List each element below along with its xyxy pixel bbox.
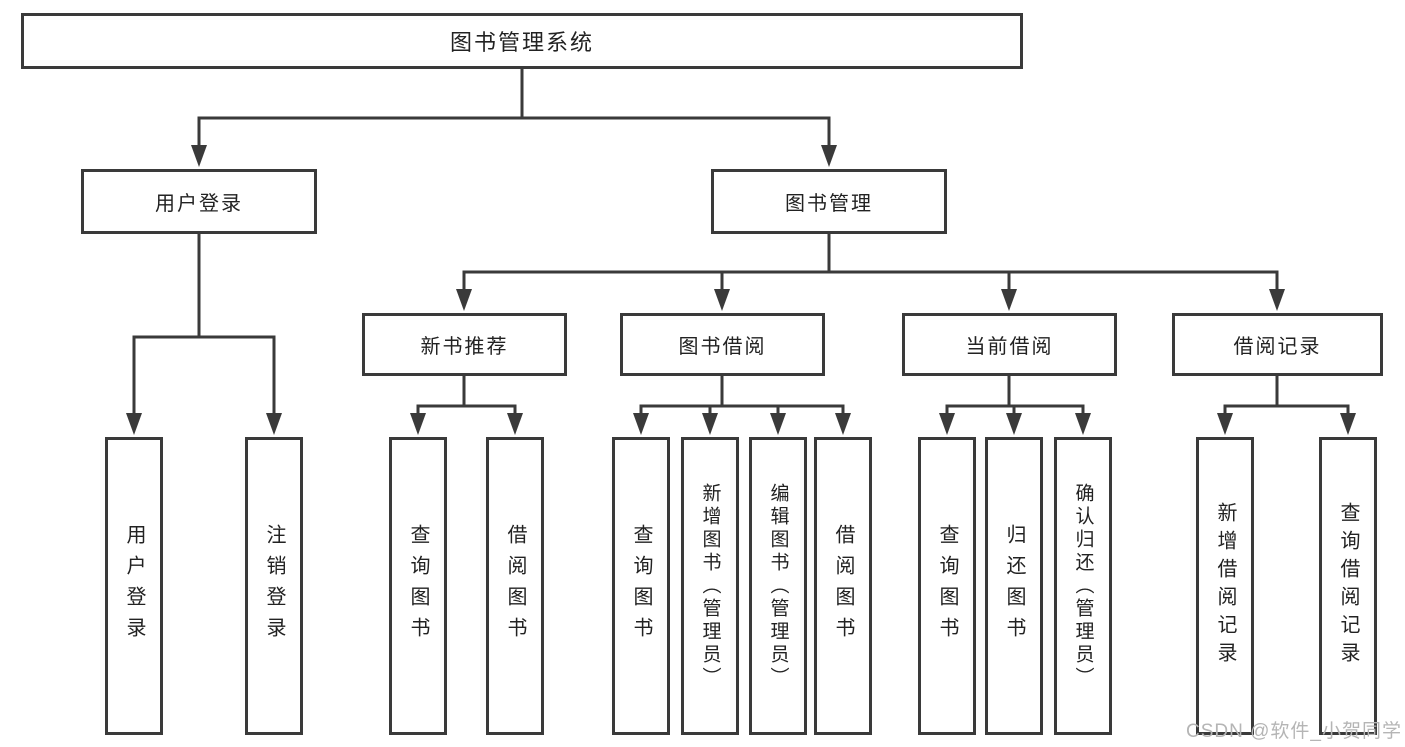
leaf-query-books-current: 查询图书: [918, 437, 976, 735]
node-label: 借阅记录: [1233, 336, 1322, 358]
leaf-label: 注销登录: [263, 524, 285, 648]
leaf-query-borrow-record: 查询借阅记录: [1319, 437, 1377, 735]
leaf-label: 归还图书: [1003, 524, 1025, 648]
node-library-management-system: 图书管理系统: [21, 13, 1023, 69]
leaf-borrow-books: 借阅图书: [814, 437, 872, 735]
node-book-management: 图书管理: [711, 169, 947, 234]
leaf-label: 新增借阅记录: [1214, 502, 1236, 670]
node-label: 图书管理系统: [449, 30, 594, 55]
leaf-label: 查询借阅记录: [1337, 502, 1359, 670]
leaf-label: 编辑图书（管理员）: [767, 482, 789, 690]
leaf-query-books-borrow: 查询图书: [612, 437, 670, 735]
node-label: 用户登录: [155, 193, 243, 215]
node-label: 新书推荐: [420, 336, 509, 358]
leaf-label: 查询图书: [936, 524, 958, 648]
node-book-borrow: 图书借阅: [620, 313, 825, 376]
leaf-add-borrow-record: 新增借阅记录: [1196, 437, 1254, 735]
node-new-book-recommend: 新书推荐: [362, 313, 567, 376]
leaf-label: 查询图书: [407, 524, 429, 648]
leaf-user-login: 用户登录: [105, 437, 163, 735]
leaf-label: 借阅图书: [504, 524, 526, 648]
leaf-add-books-admin: 新增图书（管理员）: [681, 437, 739, 735]
leaf-label: 借阅图书: [832, 524, 854, 648]
leaf-logout: 注销登录: [245, 437, 303, 735]
leaf-label: 新增图书（管理员）: [699, 482, 721, 690]
node-label: 图书借阅: [678, 336, 767, 358]
node-borrow-records: 借阅记录: [1172, 313, 1383, 376]
leaf-label: 确认归还（管理员）: [1072, 482, 1094, 690]
leaf-confirm-return-admin: 确认归还（管理员）: [1054, 437, 1112, 735]
leaf-borrow-books-recommend: 借阅图书: [486, 437, 544, 735]
leaf-return-books: 归还图书: [985, 437, 1043, 735]
node-label: 当前借阅: [965, 336, 1054, 358]
csdn-watermark: CSDN @软件_小贺同学: [1186, 721, 1402, 742]
node-label: 图书管理: [785, 193, 873, 215]
node-user-login: 用户登录: [81, 169, 317, 234]
leaf-edit-books-admin: 编辑图书（管理员）: [749, 437, 807, 735]
leaf-label: 用户登录: [123, 524, 145, 648]
leaf-query-books-recommend: 查询图书: [389, 437, 447, 735]
leaf-label: 查询图书: [630, 524, 652, 648]
node-current-borrow: 当前借阅: [902, 313, 1117, 376]
arrowheads: [126, 145, 1356, 435]
